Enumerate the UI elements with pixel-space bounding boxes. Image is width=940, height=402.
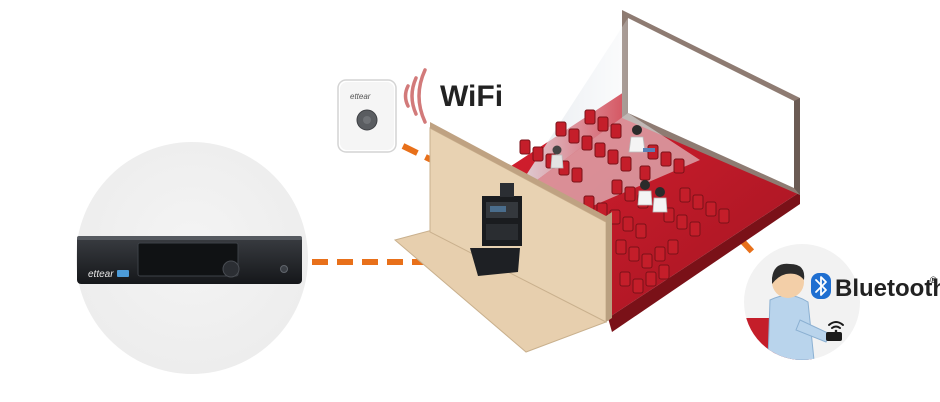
- projector-rack: [470, 183, 522, 276]
- booth-wall-side: [606, 212, 612, 322]
- wifi-receiver-device: ettear: [337, 79, 397, 153]
- audience-person-3: [652, 187, 668, 213]
- wifi-icon: [828, 321, 844, 333]
- bluetooth-label: Bluetooth: [835, 275, 940, 302]
- seat-row-8: [619, 264, 670, 294]
- server-knob: [222, 260, 240, 278]
- booth-wall-top: [430, 122, 606, 222]
- theater-illustration: [393, 10, 800, 353]
- wifi-label: WiFi: [440, 80, 503, 113]
- theater-floor-edge: [608, 192, 800, 332]
- bluetooth-user-group: [744, 244, 860, 360]
- audience-person-1: [628, 125, 655, 153]
- seat-row-7: [615, 239, 679, 269]
- receiver-logo: ettear: [350, 92, 371, 101]
- audience-person-2: [637, 180, 653, 206]
- server-led: [280, 265, 288, 273]
- wifi-signal-icon: [403, 68, 427, 124]
- audience-person-4: [550, 145, 564, 169]
- server-logo-badge: [117, 270, 129, 277]
- bluetooth-registered-mark: ®: [930, 275, 937, 285]
- seat-row-2: [555, 121, 632, 172]
- server-box: ettear: [77, 236, 302, 284]
- server-logo: ettear: [88, 269, 114, 280]
- server-device-group: ettear: [76, 142, 308, 374]
- projection-booth: [393, 122, 612, 353]
- user-torso: [767, 295, 815, 360]
- bluetooth-icon: [811, 273, 831, 299]
- cinema-screen: [622, 10, 800, 195]
- user-phone: [826, 332, 842, 341]
- server-display-panel: [137, 242, 239, 277]
- seat-rows: [519, 109, 730, 294]
